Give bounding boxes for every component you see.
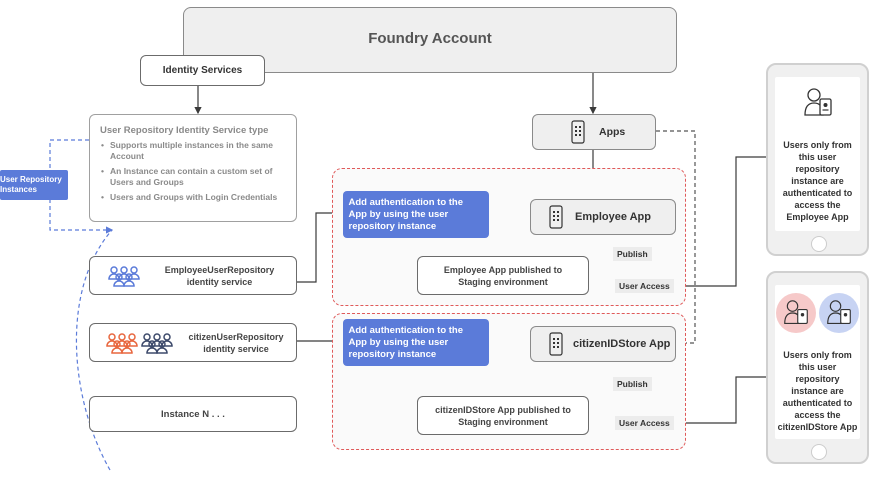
instance-n-box: Instance N . . . xyxy=(89,396,297,432)
employee-published-box: Employee App published to Staging enviro… xyxy=(417,256,589,295)
employee-app-label: Employee App xyxy=(575,211,651,223)
repo-type-box: User Repository Identity Service type Su… xyxy=(89,114,297,222)
citizen-repo-label: citizenUserRepository identity service xyxy=(188,331,284,354)
identity-services-label: Identity Services xyxy=(162,65,243,76)
home-button xyxy=(811,444,827,460)
phone-citizen: Users only from this user repository ins… xyxy=(766,271,869,464)
employee-repo-label: EmployeeUserRepository identity service xyxy=(164,264,275,287)
citizen-app-label: citizenIDStore App xyxy=(573,338,671,350)
citizen-app-box: citizenIDStore App xyxy=(530,326,676,362)
phone-employee: Users only from this user repository ins… xyxy=(766,63,869,256)
employee-app-box: Employee App xyxy=(530,199,676,235)
phone-employee-text: Users only from this user repository ins… xyxy=(782,140,853,222)
foundry-account-box: Foundry Account xyxy=(183,7,677,73)
citizen-published-box: citizenIDStore App published to Staging … xyxy=(417,396,589,435)
employee-repo-box: EmployeeUserRepository identity service xyxy=(89,256,297,295)
phone-grid-icon xyxy=(549,205,563,229)
home-button xyxy=(811,236,827,252)
publish-label: Publish xyxy=(613,247,652,261)
user-badge-icon xyxy=(804,88,832,116)
users-group-icon-orange xyxy=(106,332,138,354)
phone-screen: Users only from this user repository ins… xyxy=(775,77,860,231)
repo-type-bullets: Supports multiple instances in the same … xyxy=(100,140,286,203)
citizen-add-auth-box: Add authentication to the App by using t… xyxy=(343,319,489,366)
phone-grid-icon xyxy=(571,120,585,144)
user-badge-icon-orange xyxy=(776,293,816,333)
phone-grid-icon xyxy=(549,332,563,356)
instance-n-label: Instance N . . . xyxy=(161,408,225,420)
user-access-label: User Access xyxy=(615,279,674,293)
employee-add-auth-box: Add authentication to the App by using t… xyxy=(343,191,489,238)
apps-label: Apps xyxy=(599,126,626,138)
user-repository-instances-tag: User Repository Instances xyxy=(0,170,68,200)
citizen-repo-box: citizenUserRepository identity service xyxy=(89,323,297,362)
repo-type-title: User Repository Identity Service type xyxy=(100,125,269,136)
users-group-icon-navy xyxy=(141,332,173,354)
user-access-label: User Access xyxy=(615,416,674,430)
bullet-item: Users and Groups with Login Credentials xyxy=(101,192,286,203)
phone-screen: Users only from this user repository ins… xyxy=(775,285,860,439)
bullet-item: An Instance can contain a custom set of … xyxy=(101,166,286,188)
users-group-icon xyxy=(108,265,140,287)
user-badge-icon-blue xyxy=(819,293,859,333)
publish-label: Publish xyxy=(613,377,652,391)
identity-services-box: Identity Services xyxy=(140,55,265,86)
bullet-item: Supports multiple instances in the same … xyxy=(101,140,286,162)
apps-box: Apps xyxy=(532,114,656,150)
phone-citizen-text: Users only from this user repository ins… xyxy=(777,350,858,432)
foundry-account-label: Foundry Account xyxy=(368,30,492,47)
